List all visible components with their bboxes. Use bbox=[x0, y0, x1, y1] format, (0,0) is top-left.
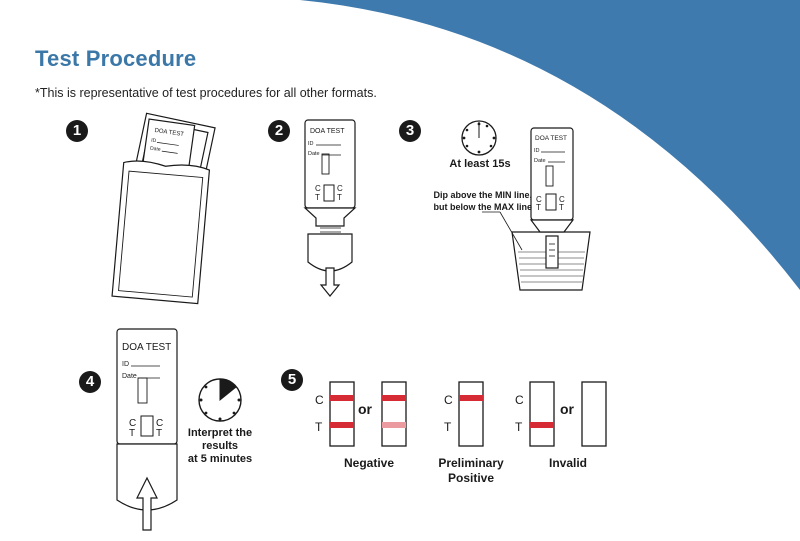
step-3-dip-line2: but below the MAX line bbox=[433, 202, 533, 212]
step-3-device-name: DOA TEST bbox=[535, 135, 567, 142]
step-3-timer-icon bbox=[461, 120, 497, 156]
step-3-t-label: T bbox=[536, 203, 541, 212]
step-5-results bbox=[329, 381, 607, 447]
result-negative-label: Negative bbox=[343, 456, 395, 470]
step-4-device-name: DOA TEST bbox=[122, 342, 171, 353]
step-4-interpret-line3: at 5 minutes bbox=[187, 453, 253, 465]
page-title: Test Procedure bbox=[35, 46, 197, 71]
step-3-dip-illustration bbox=[482, 127, 591, 291]
step-5-pos-c-label: C bbox=[444, 393, 453, 407]
step-1-date-label: Date bbox=[150, 146, 162, 153]
result-positive-label-line2: Positive bbox=[447, 471, 495, 485]
step-3-dip-line1: Dip above the MIN line, bbox=[433, 190, 532, 200]
step-2-number: 2 bbox=[268, 120, 290, 142]
step-3-date-label: Date bbox=[534, 158, 546, 164]
step-5-inv-c-label: C bbox=[515, 393, 524, 407]
step-3-c-label-right: C bbox=[559, 195, 565, 204]
step-1-device-name: DOA TEST bbox=[154, 128, 184, 138]
step-5-neg-c-label: C bbox=[315, 393, 324, 407]
step-4-t-label: T bbox=[129, 428, 135, 439]
invalid-window-a bbox=[529, 381, 555, 447]
step-1-id-label: ID bbox=[151, 138, 157, 145]
result-positive-label-line1: Preliminary bbox=[438, 456, 504, 470]
step-4-id-label: ID bbox=[122, 361, 129, 368]
step-2-t-label: T bbox=[315, 193, 320, 202]
step-1-number: 1 bbox=[66, 120, 88, 142]
step-4-interpret-line2: results bbox=[201, 440, 239, 452]
step-4-date-label: Date bbox=[122, 373, 137, 380]
invalid-a-t-line bbox=[530, 422, 554, 428]
negative-b-t-line bbox=[382, 422, 406, 428]
step-4-interpret-line1: Interpret the bbox=[187, 427, 253, 439]
step-2-c-label: C bbox=[315, 184, 321, 193]
negative-b-c-line bbox=[382, 395, 406, 401]
step-4-c-label: C bbox=[129, 418, 136, 429]
step-1-pouch-illustration: DOA TEST ID Date bbox=[111, 112, 216, 305]
step-5-inv-t-label: T bbox=[515, 420, 523, 434]
negative-a-c-line bbox=[330, 395, 354, 401]
step-4-c-label-right: C bbox=[156, 418, 163, 429]
step-5-neg-t-label: T bbox=[315, 420, 323, 434]
step-4-number: 4 bbox=[79, 371, 101, 393]
step-3-time-label: At least 15s bbox=[449, 158, 511, 170]
negative-window-b bbox=[381, 381, 407, 447]
step-3-id-label: ID bbox=[534, 148, 540, 154]
step-3-number: 3 bbox=[399, 120, 421, 142]
step-2-device-illustration bbox=[303, 119, 357, 297]
step-2-id-label: ID bbox=[308, 141, 314, 147]
negative-window-a bbox=[329, 381, 355, 447]
positive-c-line bbox=[459, 395, 483, 401]
step-5-or-invalid: or bbox=[560, 401, 575, 417]
step-2-c-label-right: C bbox=[337, 184, 343, 193]
invalid-window-b bbox=[581, 381, 607, 447]
step-2-t-label-right: T bbox=[337, 193, 342, 202]
step-5-number: 5 bbox=[281, 369, 303, 391]
step-3-t-label-right: T bbox=[559, 203, 564, 212]
step-2-device-name: DOA TEST bbox=[310, 128, 345, 135]
negative-a-t-line bbox=[330, 422, 354, 428]
step-4-device-illustration bbox=[116, 328, 178, 531]
positive-window bbox=[458, 381, 484, 447]
step-5-pos-t-label: T bbox=[444, 420, 452, 434]
step-2-date-label: Date bbox=[308, 151, 320, 157]
step-4-timer-icon bbox=[198, 378, 242, 422]
page-subtitle: *This is representative of test procedur… bbox=[35, 86, 377, 100]
step-4-t-label-right: T bbox=[156, 428, 162, 439]
result-invalid-label: Invalid bbox=[548, 456, 587, 470]
step-5-or-negative: or bbox=[358, 401, 373, 417]
step-3-c-label: C bbox=[536, 195, 542, 204]
